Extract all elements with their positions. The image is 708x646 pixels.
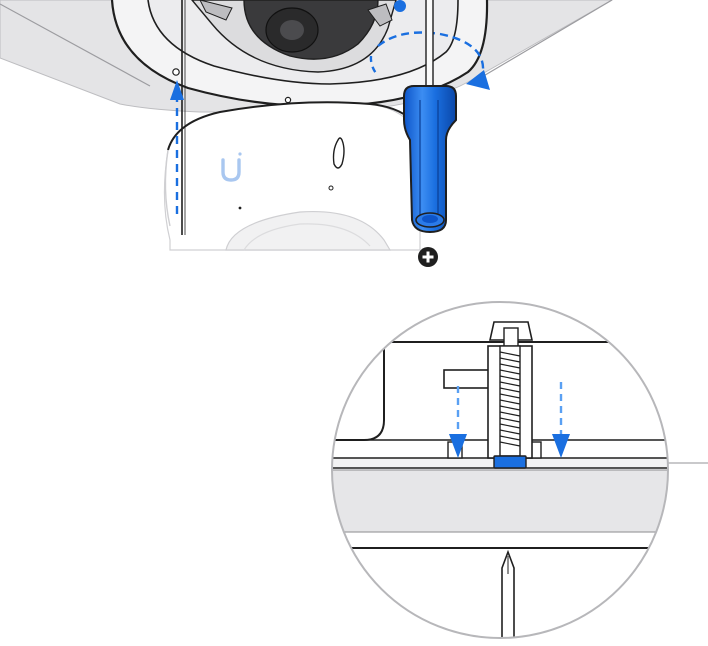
ring-screw-bottom (284, 96, 292, 104)
upward-arrowhead (170, 80, 184, 100)
ceiling-edge-line-right (469, 0, 613, 85)
blue-nut (493, 455, 527, 469)
ceiling-tile-section (332, 469, 668, 533)
keyhole-slot (332, 137, 345, 169)
zoom-detail-view (332, 302, 668, 638)
phillips-plus-icon (418, 247, 438, 267)
rotation-arrowhead (466, 70, 490, 90)
zoom-circle-frame (331, 301, 669, 639)
alignment-marker-dot (394, 0, 406, 12)
ubiquiti-u-logo-icon (221, 152, 242, 182)
screwdriver-tip (501, 549, 515, 638)
ring-screw-left (172, 68, 180, 76)
camera-lens-assembly (191, 0, 397, 73)
rotation-arrow (377, 31, 485, 79)
dome-cover (163, 101, 421, 251)
screwdriver-tool (403, 0, 457, 234)
ceiling-edge-line (0, 3, 151, 87)
